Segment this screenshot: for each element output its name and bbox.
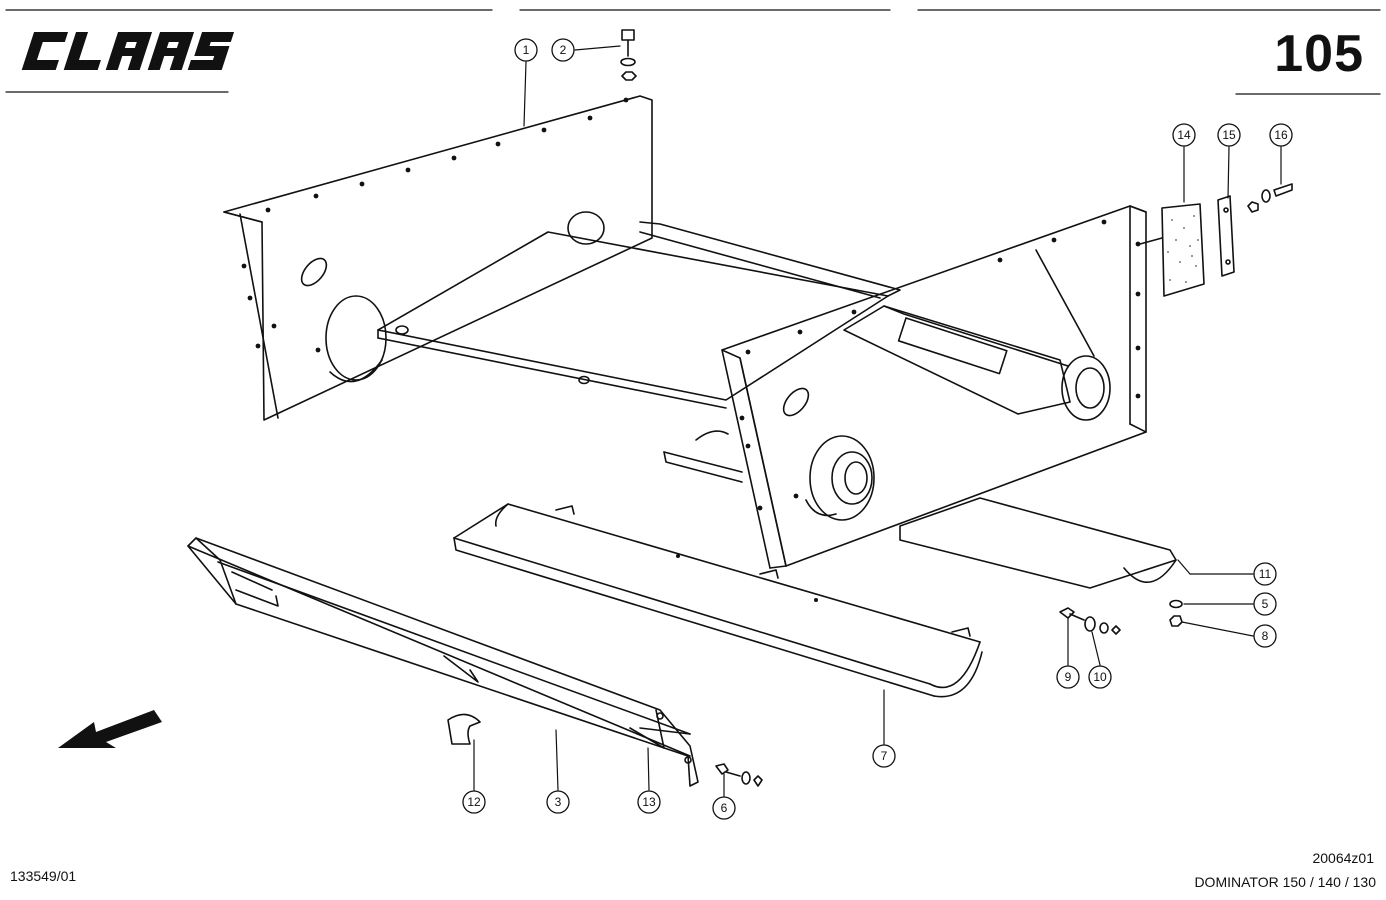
callout-16 bbox=[1269, 123, 1293, 147]
callout-6 bbox=[712, 796, 736, 820]
callout-label-13: 13 bbox=[642, 795, 656, 809]
right-side-wall bbox=[721, 205, 1147, 569]
callout-label-2: 2 bbox=[560, 43, 567, 57]
trough-channel bbox=[453, 503, 983, 698]
callout-label-1: 1 bbox=[523, 43, 530, 57]
bolt-2 bbox=[620, 29, 637, 81]
callout-2 bbox=[551, 38, 575, 62]
callout-14 bbox=[1172, 123, 1196, 147]
leader-lines bbox=[473, 45, 1282, 797]
bolt-16 bbox=[1247, 183, 1293, 213]
callout-label-15: 15 bbox=[1222, 128, 1236, 142]
callout-label-14: 14 bbox=[1177, 128, 1191, 142]
callout-label-10: 10 bbox=[1093, 670, 1107, 684]
page-number: 105 bbox=[1274, 25, 1364, 83]
callout-label-11: 11 bbox=[1259, 567, 1272, 581]
callout-10 bbox=[1088, 665, 1112, 689]
callout-13 bbox=[637, 790, 661, 814]
callout-label-3: 3 bbox=[555, 795, 562, 809]
callout-label-5: 5 bbox=[1262, 597, 1269, 611]
side-rail bbox=[187, 537, 699, 787]
callout-15 bbox=[1217, 123, 1241, 147]
callout-1 bbox=[514, 38, 538, 62]
callout-label-6: 6 bbox=[721, 801, 728, 815]
figure-id: 20064z01 bbox=[1312, 850, 1374, 866]
callout-7 bbox=[872, 744, 896, 768]
floor-plate bbox=[377, 221, 901, 409]
washer-nut-5-8 bbox=[1169, 599, 1183, 627]
bolt-9-assembly bbox=[1059, 607, 1121, 635]
direction-arrow-icon bbox=[58, 710, 162, 748]
callout-8 bbox=[1253, 624, 1277, 648]
callout-3 bbox=[546, 790, 570, 814]
lower-cross-members bbox=[663, 430, 1177, 589]
callout-12 bbox=[462, 790, 486, 814]
wear-plate bbox=[1139, 203, 1205, 297]
callout-9 bbox=[1056, 665, 1080, 689]
bolt-6-assembly bbox=[715, 763, 763, 787]
callout-balloons bbox=[462, 38, 1293, 820]
clip-12 bbox=[447, 713, 481, 745]
document-number: 133549/01 bbox=[10, 868, 77, 884]
callout-label-12: 12 bbox=[467, 795, 481, 809]
callout-label-7: 7 bbox=[881, 749, 888, 763]
model-designation: DOMINATOR 150 / 140 / 130 bbox=[1194, 874, 1376, 890]
sheet-frame-lines bbox=[5, 9, 1381, 95]
callout-label-8: 8 bbox=[1262, 629, 1269, 643]
claas-logo bbox=[21, 32, 235, 70]
callout-11 bbox=[1253, 562, 1277, 586]
callout-5 bbox=[1253, 592, 1277, 616]
callout-label-16: 16 bbox=[1274, 128, 1288, 142]
callout-label-9: 9 bbox=[1065, 670, 1072, 684]
left-side-wall bbox=[223, 95, 653, 421]
clamp-strip bbox=[1217, 195, 1235, 277]
